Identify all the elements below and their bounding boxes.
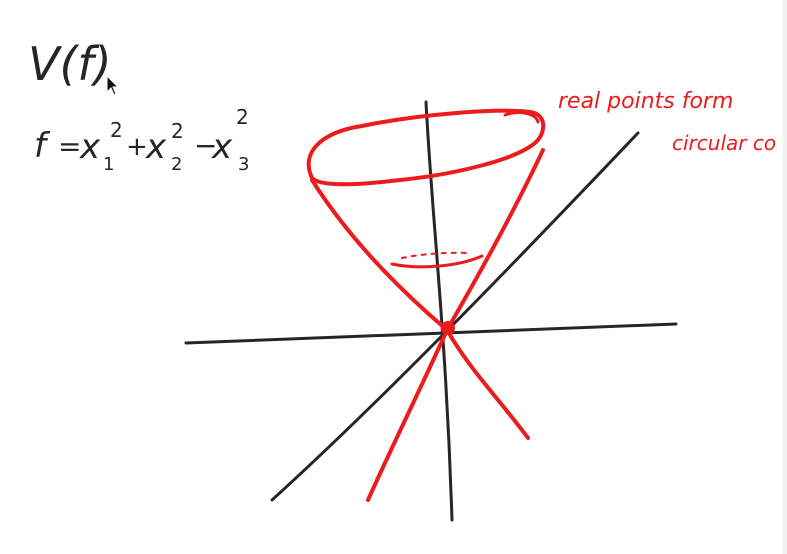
annotation-group: real points form circular co <box>558 89 776 155</box>
equation-lhs: f <box>34 126 51 166</box>
cone-lower-right-edge <box>445 328 530 440</box>
equation-sup1: 2 <box>110 118 123 142</box>
equation-sup2: 2 <box>171 119 184 143</box>
equation-plus: + <box>126 132 148 162</box>
vertical-axis <box>424 100 454 522</box>
cone-group <box>306 108 546 502</box>
equation-sup3: 2 <box>236 105 249 129</box>
equation-sub1: 1 <box>103 154 114 175</box>
axes-group <box>184 100 678 522</box>
cone-top-ellipse-seam <box>503 111 540 124</box>
equation-sub3: 3 <box>238 154 249 175</box>
cone-upper-left-edge <box>310 178 449 332</box>
mouse-pointer-icon <box>106 74 120 96</box>
origin-dot <box>441 321 455 335</box>
cone-lower-left-edge <box>366 328 449 502</box>
cone-inner-circle-dashed <box>401 251 471 259</box>
edge-shade <box>783 0 787 554</box>
horizontal-axis <box>184 322 678 345</box>
annotation-line2: circular co <box>672 131 776 155</box>
equation-term3: x <box>211 127 233 167</box>
title-group: V(f) <box>28 37 112 91</box>
cone-upper-right-edge <box>445 148 545 332</box>
equation-term2: x <box>145 127 167 167</box>
equation-sub2: 2 <box>171 154 182 175</box>
equation-group: f = x 1 2 + x 2 2 − x 3 2 <box>34 105 249 175</box>
equation-minus: − <box>194 129 217 162</box>
cone-top-ellipse <box>306 108 546 187</box>
annotation-line1: real points form <box>558 89 733 114</box>
diagonal-axis <box>270 131 640 502</box>
equation-equals: = <box>58 130 81 163</box>
equation-term1: x <box>79 127 101 167</box>
title-text: V(f) <box>28 37 112 91</box>
cone-inner-circle <box>390 254 484 269</box>
